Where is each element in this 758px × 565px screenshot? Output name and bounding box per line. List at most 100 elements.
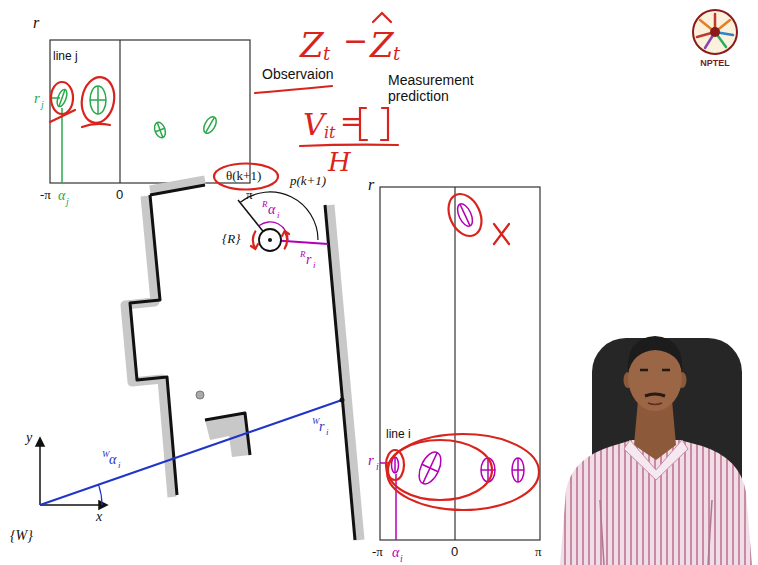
prediction-chart (415, 449, 446, 487)
subscript: j (41, 99, 44, 111)
red-annotation (253, 232, 255, 249)
frame-label: {R} (222, 232, 240, 247)
parameter-symbol: r (319, 419, 324, 435)
superscript: W (312, 416, 320, 426)
red-annotation (300, 145, 398, 146)
axis-tick: 0 (116, 188, 123, 203)
axis-label: r (33, 14, 39, 32)
landmark-dot (196, 391, 204, 399)
red-annotation (51, 82, 73, 114)
prediction-chart (460, 204, 470, 226)
observation-chart (153, 121, 168, 139)
observation-chart (50, 40, 250, 183)
axis-label: x (96, 509, 102, 525)
axis-label: y (26, 430, 32, 446)
handwritten-note: Z (370, 26, 394, 65)
superscript: W (102, 449, 110, 459)
red-annotation (388, 440, 492, 500)
red-annotation (442, 189, 488, 242)
wall-shadow (125, 196, 172, 497)
prediction-chart (395, 474, 397, 540)
world-line-parameters (40, 400, 342, 505)
nptel-logo (693, 10, 737, 54)
pose-label: θ(k+1) (226, 169, 261, 184)
prediction-chart (422, 464, 438, 472)
prediction-chart (392, 457, 399, 473)
observation-chart (90, 86, 106, 114)
observation-chart (61, 108, 63, 183)
subscript: j (66, 196, 69, 208)
subscript: i (277, 210, 280, 220)
red-annotation (214, 164, 289, 250)
parameter-symbol: r (368, 452, 374, 469)
world-axes (36, 438, 44, 446)
observation-chart (55, 88, 69, 108)
presenter (648, 403, 662, 405)
observation-chart (201, 115, 219, 136)
parameter-symbol: α (109, 452, 116, 468)
observation-chart (201, 115, 219, 136)
world-line-parameters (40, 398, 345, 506)
red-annotation (381, 108, 388, 140)
presenter (645, 394, 665, 396)
nptel-logo (693, 10, 737, 54)
red-annotation (214, 164, 278, 190)
prediction-chart (454, 187, 455, 540)
handwritten-note: − (343, 24, 368, 59)
world-axes (36, 438, 107, 509)
parameter-symbol: r (34, 90, 40, 107)
prediction-chart (454, 202, 475, 229)
handwritten-note: Z (300, 26, 324, 65)
logo-text: NPTEL (693, 58, 737, 68)
subscript: i (376, 461, 379, 473)
prediction-chart (454, 202, 475, 229)
handwritten-note: V (303, 108, 325, 143)
observation-chart (90, 86, 106, 114)
wall (150, 185, 205, 195)
wall (130, 185, 355, 540)
presenter (640, 369, 670, 372)
red-annotation (255, 86, 332, 93)
parameter-symbol: r (306, 252, 311, 268)
presenter (624, 440, 688, 480)
axis-tick: -π (372, 545, 383, 560)
robot (259, 229, 281, 251)
axis-tick: -π (40, 188, 51, 203)
observation-chart (55, 88, 69, 108)
subscript: i (313, 260, 316, 270)
line-label: line j (53, 50, 78, 64)
observation-chart (119, 40, 120, 183)
frame-label: {W} (10, 528, 33, 544)
observation-chart (155, 128, 164, 131)
robot (268, 238, 272, 242)
red-annotation (78, 75, 118, 126)
handwritten-note: t (393, 44, 400, 65)
nptel-logo (710, 27, 720, 37)
wall-shadow (125, 180, 360, 540)
world-line-parameters (99, 485, 103, 505)
axis-tick: π (535, 545, 542, 560)
red-annotation (387, 434, 539, 510)
red-annotation (251, 244, 258, 249)
prediction-chart (512, 458, 524, 482)
red-annotation (373, 13, 391, 22)
observation-chart (59, 90, 65, 107)
nptel-logo (697, 14, 733, 48)
prediction-chart (380, 187, 540, 540)
red-annotation (494, 224, 509, 244)
slide-heading: Measurement prediction (388, 72, 488, 104)
wall (130, 195, 177, 495)
presenter (628, 336, 683, 374)
observation-chart (153, 121, 168, 139)
observation-chart (206, 117, 215, 133)
observation-chart (90, 99, 106, 101)
red-annotation (50, 13, 398, 146)
prediction-chart (512, 458, 524, 482)
pose-label: p(k+1) (290, 174, 326, 189)
prediction-chart (380, 187, 540, 540)
slide-heading: Observaion (262, 66, 334, 82)
red-annotation (50, 110, 75, 122)
world-axes (99, 501, 107, 509)
prediction-chart (394, 457, 396, 473)
